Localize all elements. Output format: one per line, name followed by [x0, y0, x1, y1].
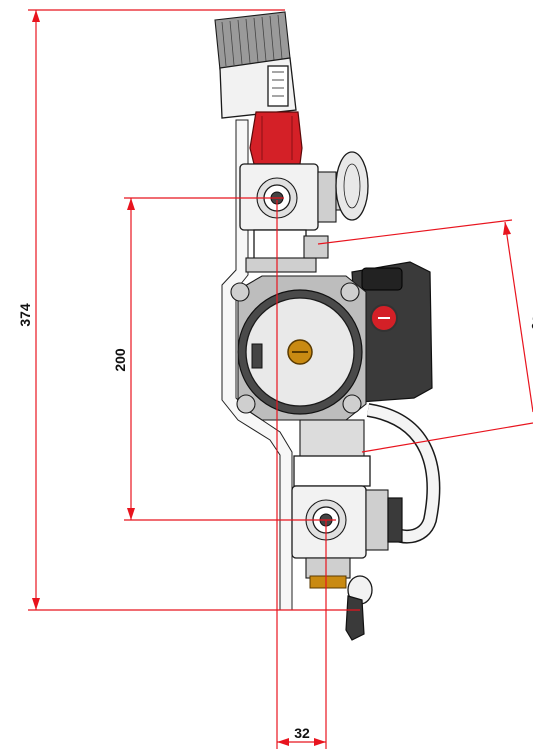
ball-valve-handle [335, 151, 369, 221]
dimension-label-374: 374 [17, 303, 33, 327]
lower-union [293, 419, 371, 487]
pump-station-assembly [214, 11, 441, 641]
dimension-center-distance: 200 [112, 197, 336, 521]
dimension-label-130: 130 [528, 306, 533, 332]
upper-valve-body [239, 163, 337, 231]
dimension-pump-length: 130 [317, 219, 533, 453]
valve-cap [249, 111, 303, 165]
upper-union [245, 229, 329, 273]
lower-valve-body [291, 485, 403, 559]
thermometer-icon [214, 11, 297, 119]
dimension-offset: 32 [276, 200, 327, 749]
pump-icon [230, 261, 433, 421]
lower-fitting [305, 557, 373, 641]
dimension-overall-height: 374 [17, 9, 360, 611]
dimension-label-200: 200 [112, 348, 128, 372]
dimension-label-32: 32 [294, 725, 310, 741]
